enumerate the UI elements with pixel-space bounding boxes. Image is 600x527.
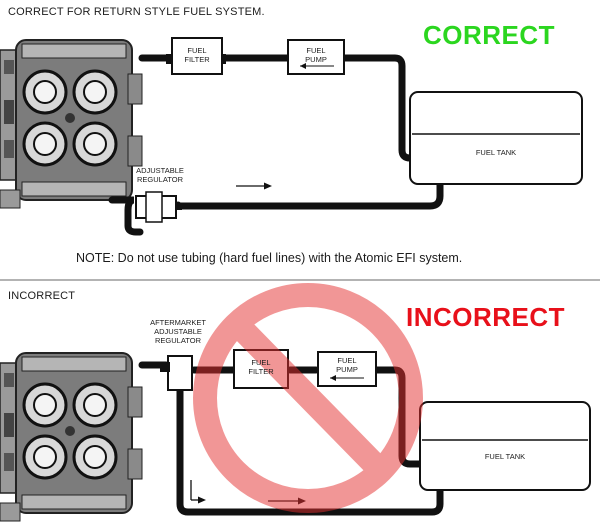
fuel-pump <box>317 351 377 387</box>
flow-arrow-icon <box>236 182 272 190</box>
adjustable-regulator <box>135 191 182 223</box>
incorrect-header: INCORRECT <box>8 290 76 302</box>
fuel-tank-label: FUEL TANK <box>484 452 526 461</box>
throttle-body-icon <box>0 351 144 523</box>
fuel-tank-label: FUEL TANK <box>475 148 517 157</box>
throttle-body-icon <box>0 38 144 210</box>
incorrect-badge: INCORRECT <box>406 302 566 332</box>
note-text: NOTE: Do not use tubing (hard fuel lines… <box>76 251 463 265</box>
return-line <box>108 180 444 236</box>
correct-header: CORRECT FOR RETURN STYLE FUEL SYSTEM. <box>8 6 265 18</box>
correct-badge: CORRECT <box>423 20 556 50</box>
fuel-tank <box>419 401 591 491</box>
prohibition-icon <box>193 283 423 513</box>
supply-line <box>138 54 422 162</box>
fuel-filter <box>166 37 226 75</box>
aftermarket-regulator <box>160 355 193 391</box>
flow-arrow-icon <box>190 480 206 504</box>
fuel-pump <box>287 39 345 75</box>
fuel-tank <box>409 91 583 185</box>
